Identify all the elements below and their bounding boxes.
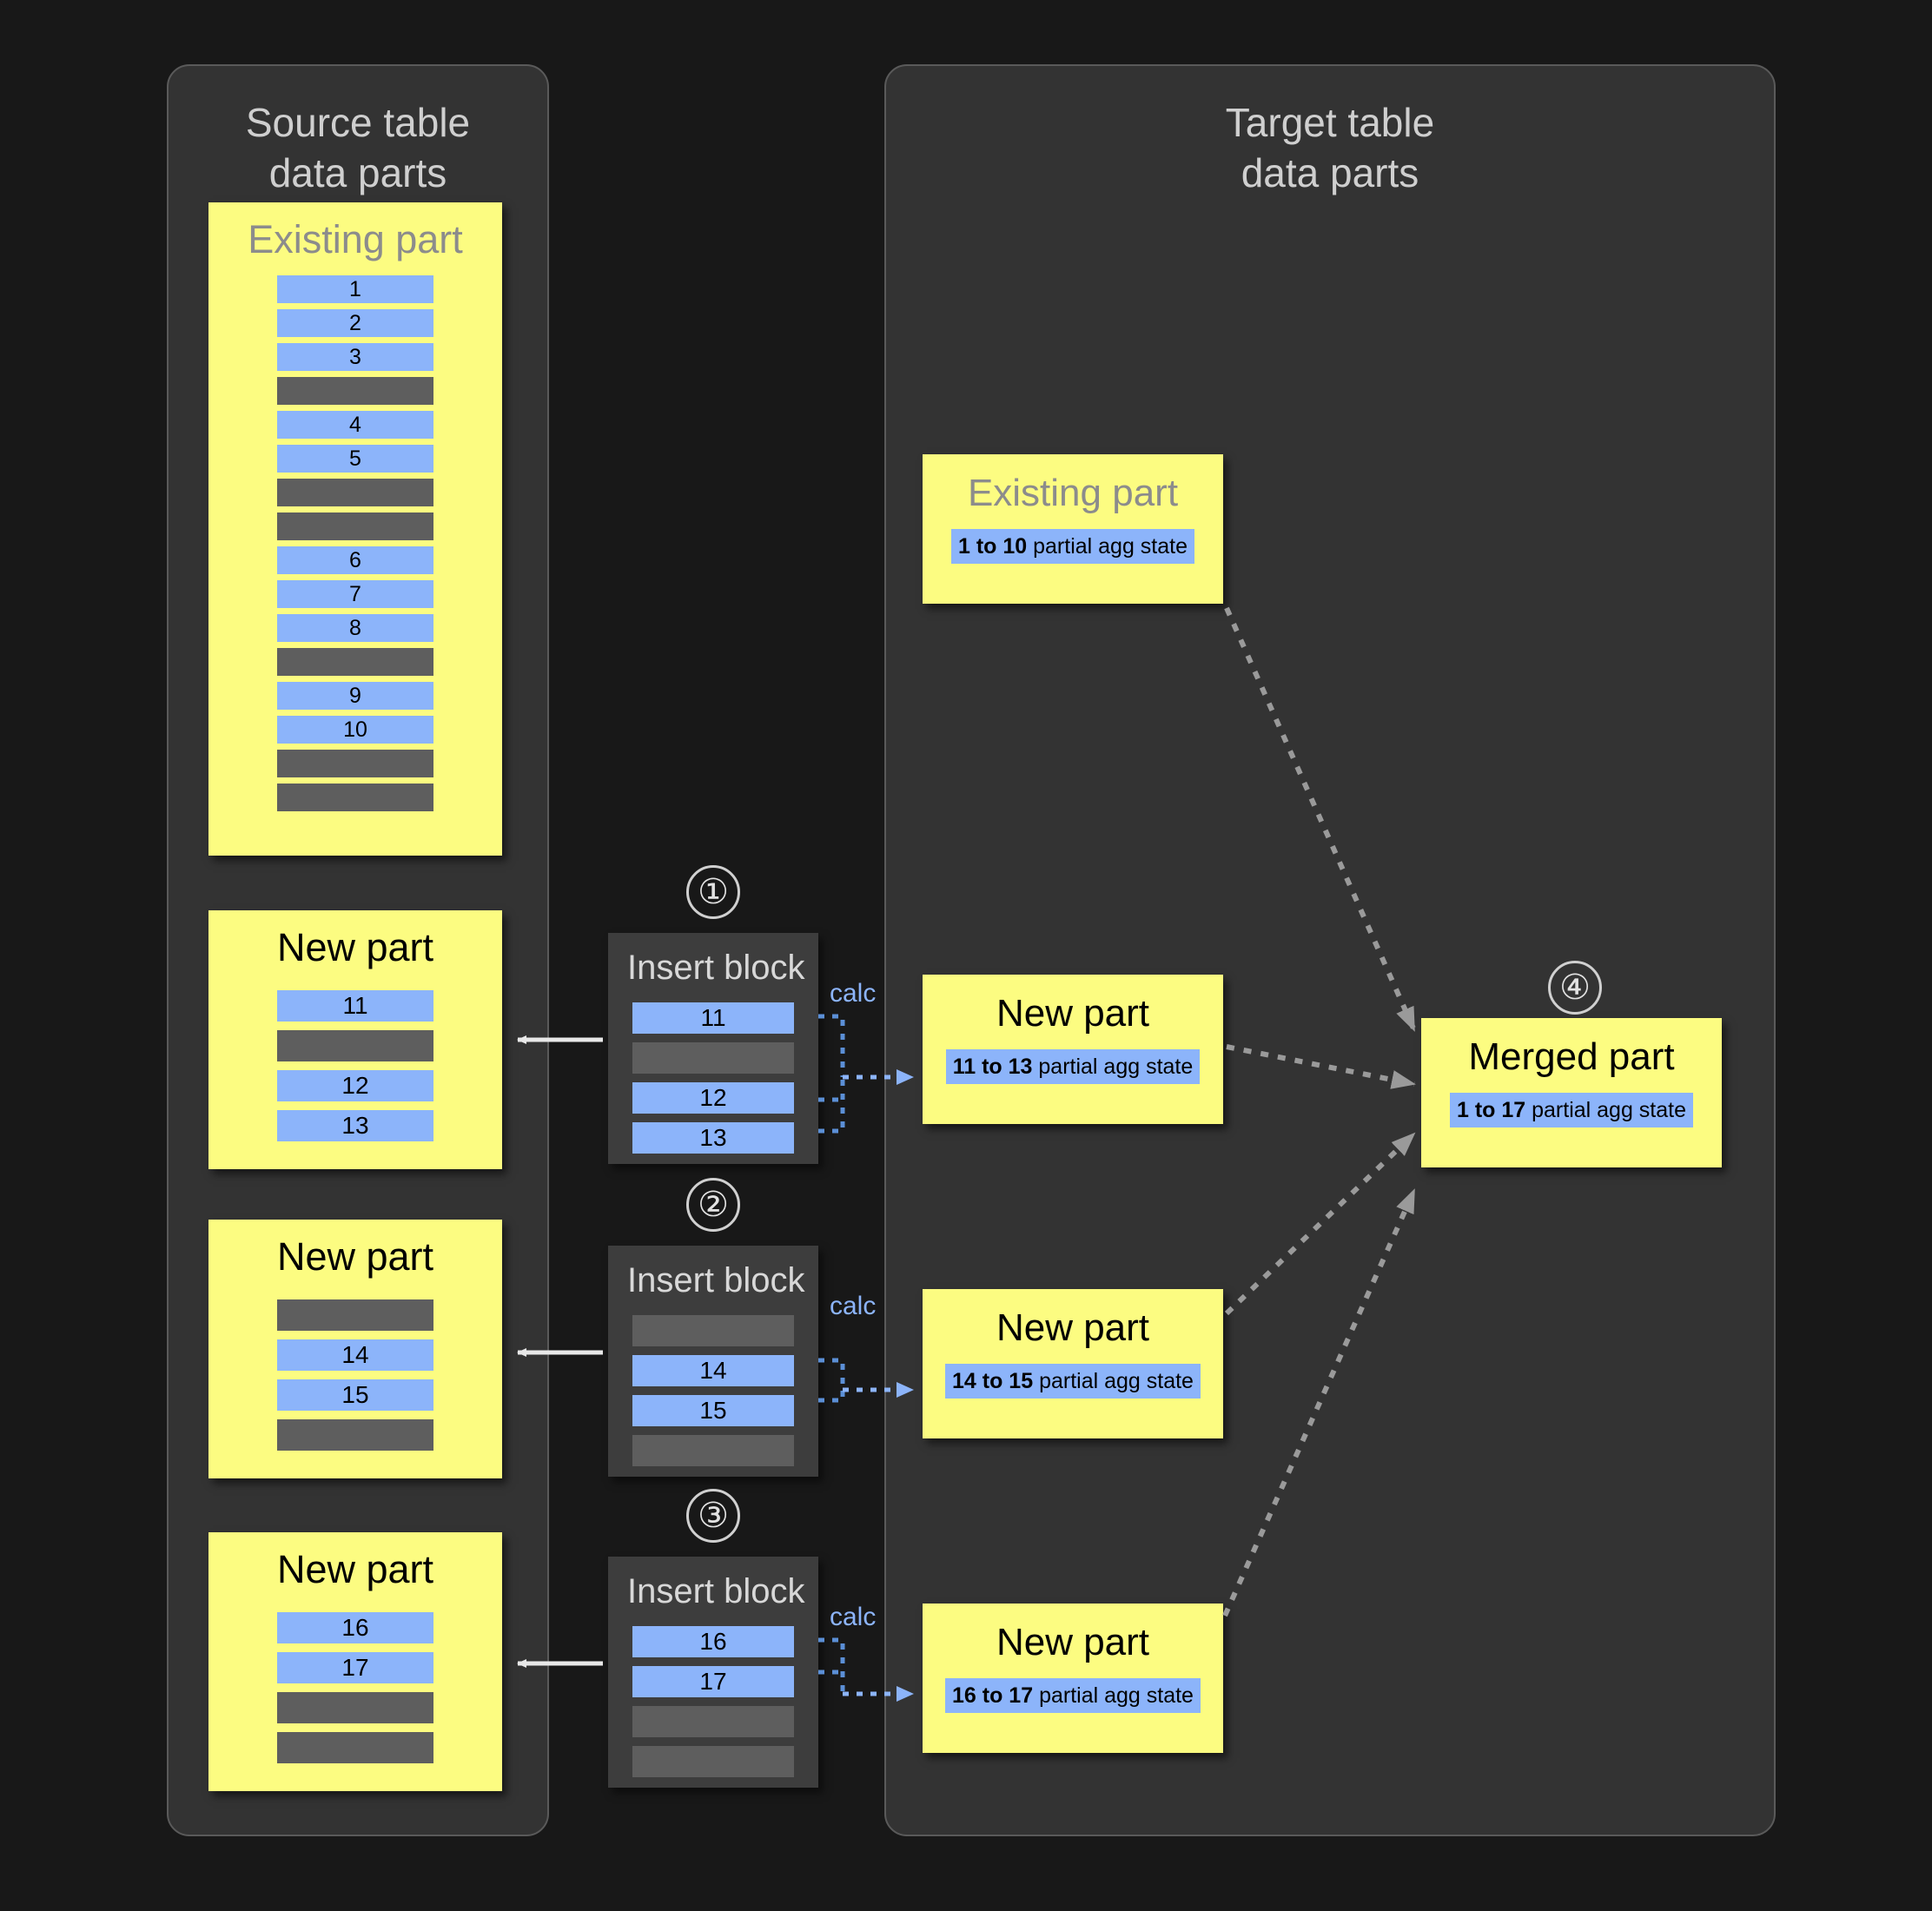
data-row: 16 — [277, 1612, 433, 1643]
data-row: 6 — [277, 546, 433, 574]
target-new-part-title-1: New part — [996, 992, 1150, 1035]
data-row: 10 — [277, 716, 433, 744]
placeholder-row — [632, 1315, 794, 1346]
data-row: 5 — [277, 445, 433, 473]
data-row: 4 — [277, 411, 433, 439]
insert-block-rows-1: 11 12 13 — [632, 1002, 794, 1154]
target-existing-part-card: Existing part 1 to 10 partial agg state — [923, 454, 1223, 604]
data-row: 2 — [277, 309, 433, 337]
data-row: 17 — [277, 1652, 433, 1683]
state-range: 14 to 15 — [952, 1369, 1034, 1393]
target-new-part-card-2: New part 14 to 15 partial agg state — [923, 1289, 1223, 1438]
step-marker-3: ③ — [686, 1489, 740, 1543]
target-new-part-title-2: New part — [996, 1306, 1150, 1349]
step-marker-1: ① — [686, 865, 740, 919]
calc-label-1: calc — [830, 979, 877, 1008]
placeholder-row — [632, 1042, 794, 1074]
state-range: 16 to 17 — [952, 1683, 1034, 1708]
placeholder-row — [277, 479, 433, 506]
state-text: partial agg state — [1027, 534, 1188, 559]
placeholder-row — [632, 1746, 794, 1777]
target-new-part-card-1: New part 11 to 13 partial agg state — [923, 975, 1223, 1124]
data-row: 8 — [277, 614, 433, 642]
data-row: 9 — [277, 682, 433, 710]
state-text: partial agg state — [1525, 1098, 1687, 1122]
target-table-panel: Target table data parts — [884, 64, 1776, 1836]
insert-block-title-3: Insert block — [627, 1572, 805, 1610]
target-existing-part-title: Existing part — [967, 472, 1179, 514]
target-merged-part-card: Merged part 1 to 17 partial agg state — [1421, 1018, 1722, 1167]
placeholder-row — [277, 784, 433, 811]
target-new-part-state-1: 11 to 13 partial agg state — [945, 1049, 1201, 1084]
state-range: 1 to 17 — [1456, 1098, 1526, 1122]
source-panel-title: Source table data parts — [245, 100, 471, 195]
data-row: 16 — [632, 1626, 794, 1657]
insert-block-1: Insert block 11 12 13 — [608, 933, 818, 1164]
data-row: 11 — [277, 990, 433, 1022]
data-row: 11 — [632, 1002, 794, 1034]
placeholder-row — [277, 1732, 433, 1763]
placeholder-row — [277, 750, 433, 777]
source-new-part-title-2: New part — [276, 1234, 434, 1279]
state-text: partial agg state — [1033, 1369, 1194, 1393]
data-row: 12 — [632, 1082, 794, 1114]
placeholder-row — [277, 1692, 433, 1723]
calc-label-3: calc — [830, 1603, 877, 1631]
source-new-part-title-3: New part — [276, 1547, 434, 1591]
data-row: 13 — [277, 1110, 433, 1141]
target-panel-title: Target table data parts — [1225, 100, 1435, 195]
step-marker-2: ② — [686, 1178, 740, 1232]
placeholder-row — [632, 1706, 794, 1737]
placeholder-row — [277, 1299, 433, 1331]
data-row: 14 — [632, 1355, 794, 1386]
data-row: 1 — [277, 275, 433, 303]
source-new-part-rows-1: 11 12 13 — [277, 990, 433, 1141]
source-existing-part-rows: 1 2 3 4 5 6 7 8 9 10 — [277, 275, 433, 811]
target-existing-part-state: 1 to 10 partial agg state — [950, 529, 1195, 564]
data-row: 17 — [632, 1666, 794, 1697]
data-row: 7 — [277, 580, 433, 608]
source-new-part-title-1: New part — [276, 925, 434, 969]
data-row: 15 — [277, 1379, 433, 1411]
target-new-part-state-2: 14 to 15 partial agg state — [945, 1364, 1201, 1399]
target-new-part-card-3: New part 16 to 17 partial agg state — [923, 1604, 1223, 1753]
data-row: 3 — [277, 343, 433, 371]
data-row: 15 — [632, 1395, 794, 1426]
state-range: 1 to 10 — [957, 534, 1028, 559]
state-range: 11 to 13 — [952, 1055, 1033, 1079]
source-existing-part-card: Existing part 1 2 3 4 5 6 7 8 9 10 — [208, 202, 502, 856]
target-merged-part-title: Merged part — [1468, 1035, 1675, 1078]
insert-block-title-2: Insert block — [627, 1261, 805, 1299]
step-marker-4: ④ — [1548, 961, 1602, 1015]
insert-block-title-1: Insert block — [627, 949, 805, 987]
state-text: partial agg state — [1032, 1055, 1194, 1079]
placeholder-row — [277, 512, 433, 540]
target-new-part-state-3: 16 to 17 partial agg state — [945, 1678, 1201, 1713]
calc-label-2: calc — [830, 1292, 877, 1320]
data-row: 12 — [277, 1070, 433, 1101]
source-existing-part-title: Existing part — [248, 217, 463, 261]
placeholder-row — [277, 377, 433, 405]
target-new-part-title-3: New part — [996, 1621, 1150, 1663]
placeholder-row — [277, 1030, 433, 1061]
target-merged-part-state: 1 to 17 partial agg state — [1449, 1093, 1694, 1127]
placeholder-row — [277, 648, 433, 676]
placeholder-row — [632, 1435, 794, 1466]
placeholder-row — [277, 1419, 433, 1451]
data-row: 13 — [632, 1122, 794, 1154]
source-new-part-card-1: New part 11 12 13 — [208, 910, 502, 1169]
state-text: partial agg state — [1033, 1683, 1194, 1708]
data-row: 14 — [277, 1339, 433, 1371]
